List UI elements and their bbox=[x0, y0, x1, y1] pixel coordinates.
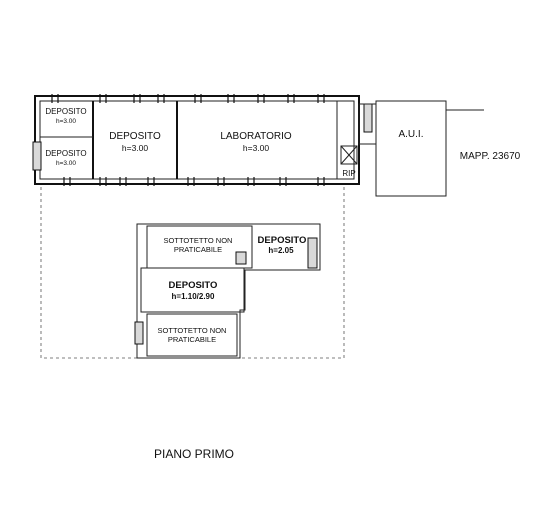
main-building-inner-wall bbox=[39, 100, 355, 180]
deposito-main-name: DEPOSITO bbox=[109, 131, 161, 142]
sottotetto-bottom-line1: SOTTOTETTO NON bbox=[158, 326, 227, 335]
sottotetto-top-line1: SOTTOTETTO NON bbox=[164, 236, 233, 245]
stair-hatch-right bbox=[363, 103, 373, 133]
annex-stair-hatch-right bbox=[307, 237, 318, 269]
deposito-small-bottom-height: h=3.00 bbox=[56, 160, 76, 167]
laboratorio-height: h=3.00 bbox=[243, 143, 270, 153]
deposito-small-top-name: DEPOSITO bbox=[45, 107, 86, 116]
window-marks-bottom bbox=[63, 177, 325, 186]
window-marks-top bbox=[51, 94, 325, 103]
annex-stair-hatch-left bbox=[134, 321, 144, 345]
deposito-110-name: DEPOSITO bbox=[169, 280, 218, 291]
deposito-205-height: h=2.05 bbox=[268, 246, 294, 255]
laboratorio-name: LABORATORIO bbox=[220, 131, 292, 142]
deposito-205-name: DEPOSITO bbox=[258, 235, 307, 246]
deposito-main-height: h=3.00 bbox=[122, 143, 149, 153]
stair-hatch-left bbox=[32, 141, 42, 171]
deposito-110-box bbox=[140, 267, 245, 313]
sottotetto-bottom-line2: PRATICABILE bbox=[168, 335, 216, 344]
rip-box bbox=[340, 145, 358, 165]
sottotetto-bottom-box bbox=[146, 313, 238, 357]
aui-label: A.U.I. bbox=[398, 129, 423, 140]
aui-building bbox=[375, 100, 447, 197]
plan-title: PIANO PRIMO bbox=[154, 447, 234, 461]
deposito-small-bottom-name: DEPOSITO bbox=[45, 149, 86, 158]
mapp-label: MAPP. 23670 bbox=[460, 151, 521, 162]
sottotetto-top-line2: PRATICABILE bbox=[174, 245, 222, 254]
lower-annex-wall bbox=[136, 223, 321, 359]
deposito-110-height: h=1.10/2.90 bbox=[172, 292, 215, 301]
annex-stair-hatch-mid bbox=[235, 251, 247, 265]
rip-label: RIP bbox=[342, 169, 355, 178]
deposito-small-top-height: h=3.00 bbox=[56, 118, 76, 125]
